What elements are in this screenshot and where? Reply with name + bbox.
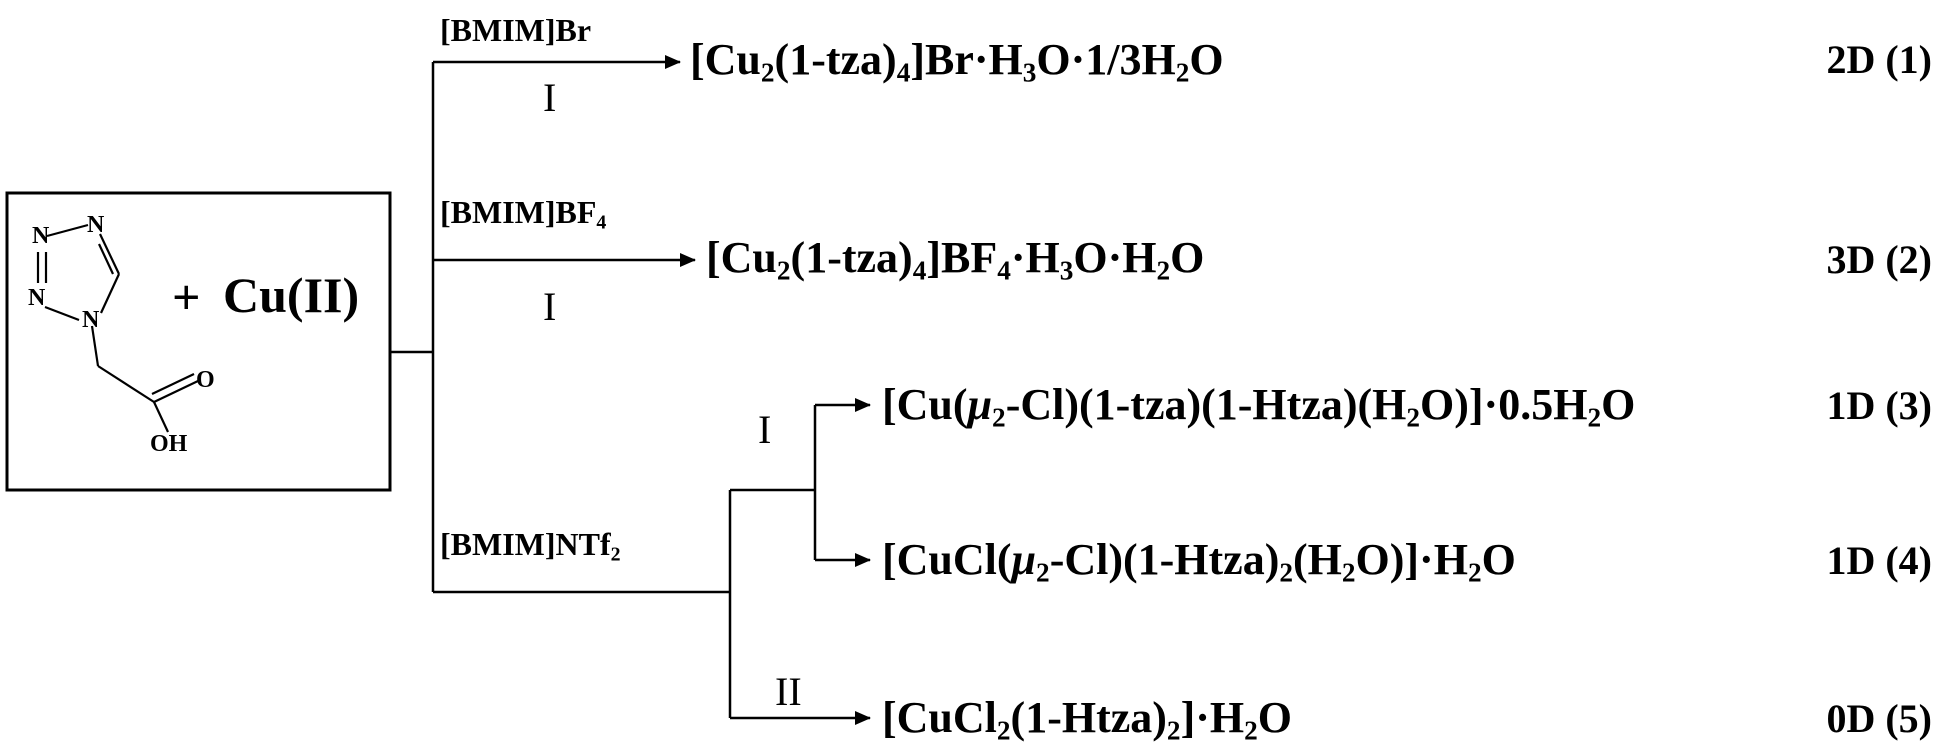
plus-sign: +: [172, 269, 201, 325]
branch-lines: [390, 55, 871, 725]
formula-segment: O·1/3H: [1036, 35, 1176, 84]
dimensionality-2: 3D (2): [1826, 237, 1932, 282]
formula-subscript: 2: [1587, 402, 1602, 433]
formula-subscript: 3: [1022, 57, 1037, 88]
formula-segment: O: [1481, 535, 1516, 584]
condition-bmim-br: [BMIM]Br: [440, 12, 592, 48]
formula-subscript: 2: [1406, 402, 1421, 433]
formula-segment: O)]·H: [1355, 535, 1468, 584]
method-label-3: I: [758, 407, 772, 452]
product-2: [Cu2(1-tza)4]BF4·H3O·H2O: [706, 233, 1205, 285]
formula-subscript: 2: [1036, 557, 1050, 588]
method-label-5: II: [775, 669, 802, 714]
copper-reagent: Cu(II): [223, 267, 360, 323]
formula-segment: ]BF: [926, 233, 998, 282]
formula-segment: O)]·0.5H: [1420, 380, 1588, 429]
formula-subscript: 2: [776, 255, 791, 286]
formula-subscript: 3: [1059, 255, 1074, 286]
formula-segment: O: [1257, 693, 1292, 742]
formula-subscript: 4: [896, 57, 911, 88]
ligand-atom-n2: N: [87, 212, 105, 238]
formula-subscript: 2: [1244, 715, 1258, 746]
method-label-1: I: [543, 75, 557, 120]
ligand-atom-n3: N: [28, 285, 46, 311]
starting-material-box: [5, 191, 392, 492]
method-label-2: I: [543, 284, 557, 329]
formula-segment: -Cl)(1-tza)(1-Htza)(H: [1005, 380, 1407, 429]
formula-segment: (1-tza): [790, 233, 913, 282]
formula-segment: [CuCl: [882, 693, 997, 742]
ligand-atom-n1: N: [32, 223, 50, 249]
product-1: [Cu2(1-tza)4]Br·H3O·1/3H2O: [690, 35, 1224, 87]
formula-segment: O: [1170, 233, 1205, 282]
formula-subscript: 4: [997, 255, 1011, 286]
ligand-atom-oh: OH: [150, 431, 188, 457]
formula-segment: [Cu: [706, 233, 777, 282]
tetrazole-structure: [36, 223, 199, 433]
formula-segment: [CuCl(: [882, 535, 1012, 584]
formula-subscript: 2: [1467, 557, 1482, 588]
condition-bmim-bf4: [BMIM]BF4: [440, 194, 607, 234]
formula-subscript: 2: [996, 715, 1011, 746]
formula-segment: -Cl)(1-Htza): [1049, 535, 1280, 584]
ligand-atom-o: O: [196, 367, 215, 393]
formula-segment: O: [1189, 35, 1224, 84]
condition-bmim-ntf2: [BMIM]NTf2: [440, 526, 621, 566]
dimensionality-4: 1D (4): [1826, 538, 1932, 583]
formula-subscript: 2: [1156, 255, 1171, 286]
formula-segment: O·H: [1073, 233, 1157, 282]
formula-subscript: 2: [992, 402, 1006, 433]
formula-segment: (1-Htza): [1010, 693, 1167, 742]
formula-subscript: 2: [760, 57, 775, 88]
formula-segment: μ: [1011, 535, 1037, 584]
formula-subscript: 2: [1279, 557, 1293, 588]
formula-subscript: 2: [1175, 57, 1190, 88]
formula-segment: ·H: [1010, 233, 1060, 282]
formula-segment: ]·H: [1180, 693, 1245, 742]
product-5: [CuCl2(1-Htza)2]·H2O: [882, 693, 1292, 745]
formula-segment: (H: [1293, 535, 1342, 584]
dimensionality-1: 2D (1): [1826, 37, 1932, 82]
formula-segment: [Cu: [690, 35, 761, 84]
formula-segment: O: [1601, 380, 1636, 429]
ligand-atom-n4: N: [82, 307, 100, 333]
dimensionality-3: 1D (3): [1826, 383, 1932, 428]
product-3: [Cu(μ2-Cl)(1-tza)(1-Htza)(H2O)]·0.5H2O: [882, 380, 1636, 432]
formula-segment: ]Br·H: [910, 35, 1023, 84]
formula-subscript: 4: [912, 255, 927, 286]
dimensionality-5: 0D (5): [1826, 696, 1932, 741]
formula-subscript: 2: [1341, 557, 1356, 588]
formula-segment: (1-tza): [774, 35, 897, 84]
formula-segment: μ: [967, 380, 993, 429]
formula-segment: [Cu(: [882, 380, 968, 429]
product-4: [CuCl(μ2-Cl)(1-Htza)2(H2O)]·H2O: [882, 535, 1516, 587]
formula-subscript: 2: [1166, 715, 1181, 746]
